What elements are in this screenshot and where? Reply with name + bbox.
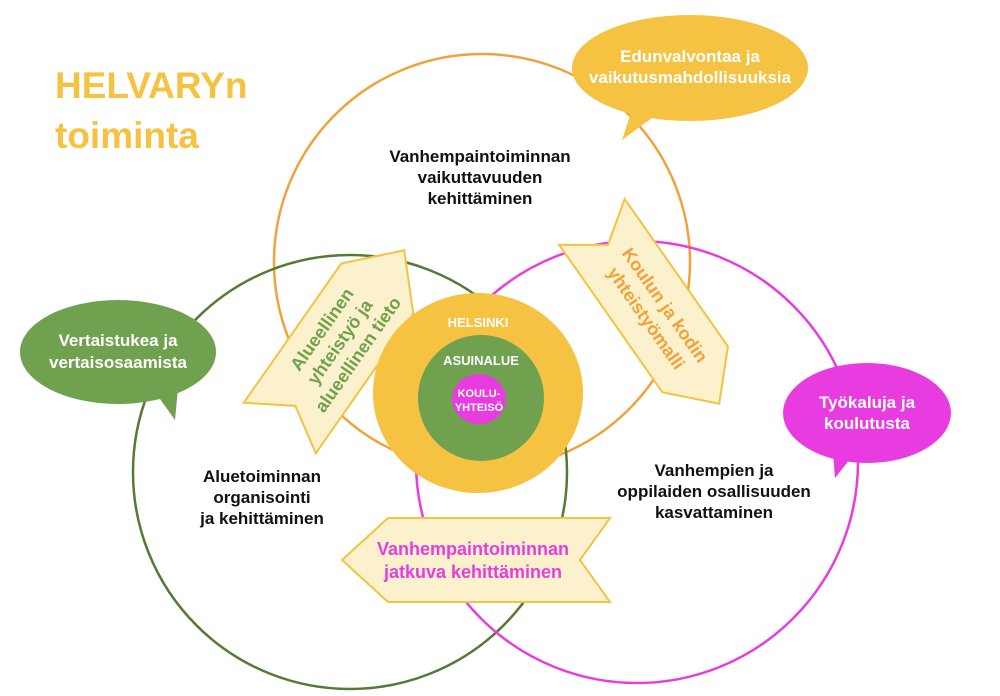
- bubble-left-text-2: vertaisosaamista: [49, 353, 188, 372]
- top-circle-text-2: vaikuttavuuden: [418, 168, 543, 187]
- bubble-right-text-1: Työkaluja ja: [819, 393, 916, 412]
- arrow-right-down: Koulun ja kodin yhteistyömalli: [557, 196, 729, 405]
- arrow-bottom-left-shape: [340, 517, 612, 603]
- left-circle-text-1: Aluetoiminnan: [203, 467, 321, 486]
- top-circle-text-1: Vanhempaintoiminnan: [389, 147, 570, 166]
- right-circle-text-1: Vanhempien ja: [654, 461, 774, 480]
- core-concentric: HELSINKI ASUINALUE KOULU- YHTEISÖ: [373, 293, 583, 493]
- title-line-2: toiminta: [55, 115, 199, 156]
- arrow-bottom-left-text-2: jatkuva kehittäminen: [383, 562, 562, 582]
- left-circle-text-2: organisointi: [213, 488, 310, 507]
- top-circle-text-3: kehittäminen: [428, 189, 533, 208]
- bubble-right-text-2: koulutusta: [824, 414, 910, 433]
- speech-bubble-right: Työkaluja ja koulutusta: [783, 363, 951, 478]
- bubble-left-text-1: Vertaistukea ja: [58, 331, 178, 350]
- circle-left-green: [131, 253, 569, 691]
- right-circle-text-2: oppilaiden osallisuuden: [617, 482, 811, 501]
- arrow-left-up-shape: [241, 249, 415, 456]
- speech-bubble-top-right: Edunvalvontaa ja vaikutusmahdollisuuksia: [572, 15, 808, 140]
- core-outer-label: HELSINKI: [448, 315, 509, 330]
- bubble-top-right-text-2: vaikutusmahdollisuuksia: [589, 68, 792, 87]
- title-line-1: HELVARYn: [55, 65, 248, 106]
- core-inner-label-1: KOULU-: [458, 388, 501, 400]
- right-circle-text-3: kasvattaminen: [655, 503, 773, 522]
- arrow-bottom-left-text-1: Vanhempaintoiminnan: [377, 539, 569, 559]
- left-circle-text-3: ja kehittäminen: [199, 509, 324, 528]
- bubble-top-right-text-1: Edunvalvontaa ja: [620, 47, 760, 66]
- core-kouluyhteiso: [452, 374, 506, 424]
- arrow-right-down-shape: [557, 196, 729, 405]
- speech-bubble-left: Vertaistukea ja vertaisosaamista: [20, 300, 216, 420]
- speech-bubble-body: [20, 300, 216, 404]
- core-inner-label-2: YHTEISÖ: [455, 401, 504, 414]
- core-middle-label: ASUINALUE: [443, 353, 519, 368]
- speech-bubble-body: [572, 15, 808, 121]
- speech-bubble-body: [783, 363, 951, 463]
- arrow-bottom-left: Vanhempaintoiminnan jatkuva kehittäminen: [340, 517, 612, 603]
